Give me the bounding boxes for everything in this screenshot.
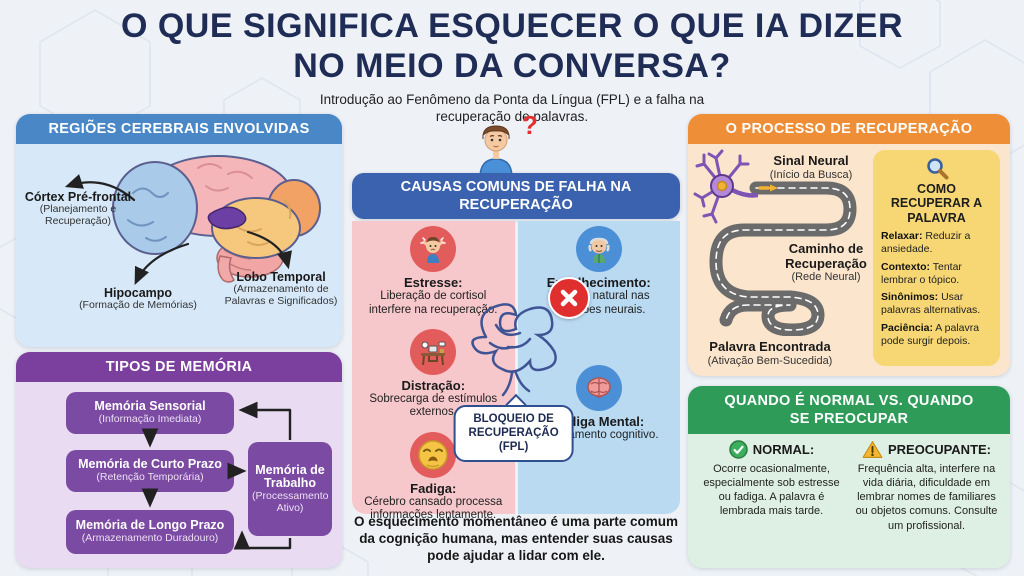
causes-footer-text: O esquecimento momentâneo é uma parte co…: [353, 514, 679, 563]
brain-label-arrows: [64, 174, 292, 285]
yawning-face-icon: [410, 431, 457, 478]
worry-label: PREOCUPANTE:: [887, 442, 992, 458]
recovery-road: [709, 181, 857, 336]
tip-sinonimos: Sinônimos: Usar palavras alternativas.: [881, 291, 981, 317]
label-temporal-lobe: Lobo Temporal (Armazenamento de Palavras…: [224, 270, 338, 307]
stage-palavra-encontrada: Palavra Encontrada (Ativação Bem-Sucedid…: [707, 339, 833, 367]
tired-brain-icon: [575, 364, 622, 411]
stage-caminho-recuperacao: Caminho de Recuperação (Rede Neural): [785, 241, 867, 284]
page-title-line1: O QUE SIGNIFICA ESQUECER O QUE IA DIZER: [120, 7, 904, 45]
page-title-line2: NO MEIO DA CONVERSA?: [293, 47, 731, 86]
memory-panel-header: TIPOS DE MEMÓRIA: [16, 352, 342, 382]
check-icon: [729, 440, 748, 459]
confused-person-icon: [479, 125, 513, 178]
tip-relaxar: Relaxar: Reduzir a ansiedade.: [881, 230, 971, 255]
normal-vs-worry-panel: QUANDO É NORMAL VS. QUANDO SE PREOCUPAR …: [688, 386, 1010, 568]
label-prefrontal-cortex: Córtex Pré-frontal (Planejamento e Recup…: [24, 190, 132, 227]
recovery-process-panel: O PROCESSO DE RECUPERAÇÃO: [688, 114, 1010, 376]
memory-box-trabalho: Memória de Trabalho (Processamento Ativo…: [248, 442, 332, 536]
brain-regions-panel: REGIÕES CEREBRAIS ENVOLVIDAS: [16, 114, 342, 347]
confused-person-figure: ?: [468, 110, 558, 178]
normal-panel-header: QUANDO É NORMAL VS. QUANDO SE PREOCUPAR: [688, 386, 1010, 435]
stressed-person-icon: [410, 226, 457, 273]
page-subtitle: Introdução ao Fenômeno da Ponta da Língu…: [319, 92, 705, 124]
warning-icon: [862, 441, 883, 459]
memory-box-curto-prazo: Memória de Curto Prazo (Retenção Temporá…: [66, 450, 234, 492]
cluttered-desk-icon: [410, 328, 457, 375]
memory-flow-arrows: [141, 401, 292, 550]
causes-panel: CAUSAS COMUNS DE FALHA NA RECUPERAÇÃO: [352, 173, 680, 521]
normal-column: NORMAL: Ocorre ocasionalmente, especialm…: [694, 440, 849, 532]
normal-text: Ocorre ocasionalmente, especialmente sob…: [703, 463, 840, 518]
tangled-brain-icon: [471, 303, 557, 397]
process-panel-header: O PROCESSO DE RECUPERAÇÃO: [688, 114, 1010, 144]
magnifier-icon: [926, 158, 948, 180]
normal-label: NORMAL:: [752, 442, 815, 458]
stage-sinal-neural: Sinal Neural (Início da Busca): [769, 153, 853, 181]
brain-panel-header: REGIÕES CEREBRAIS ENVOLVIDAS: [16, 114, 342, 144]
cause-estresse: Estresse: Liberação de cortisol interfer…: [358, 226, 508, 317]
label-hippocampus: Hipocampo (Formação de Memórias): [79, 286, 197, 311]
causes-left-column: Estresse: Liberação de cortisol interfer…: [352, 221, 515, 521]
worry-text: Frequência alta, interfere na vida diári…: [855, 463, 998, 532]
retrieval-block-bubble: BLOQUEIO DE RECUPERAÇÃO (FPL): [453, 405, 574, 463]
memory-box-sensorial: Memória Sensorial (Informação Imediata): [66, 392, 234, 434]
blocked-x-icon: [548, 277, 590, 319]
brain-illustration: [112, 155, 321, 283]
how-to-recover-card: COMO RECUPERAR A PALAVRA Relaxar: Reduzi…: [873, 150, 1000, 366]
hippocampus-shape: [207, 206, 247, 230]
elderly-person-icon: [575, 226, 622, 273]
page-title: O QUE SIGNIFICA ESQUECER O QUE IA DIZER …: [0, 6, 1024, 86]
tips-card-title: COMO RECUPERAR A PALAVRA: [890, 182, 983, 225]
memory-types-panel: TIPOS DE MEMÓRIA Memória Sensorial (Info…: [16, 352, 342, 568]
tip-contexto: Contexto: Tentar lembrar o tópico.: [881, 260, 962, 286]
tip-paciencia: Paciência: A palavra pode surgir depois.: [881, 321, 980, 347]
cause-distracao: Distração: Sobrecarga de estímulos exter…: [358, 328, 508, 420]
memory-box-longo-prazo: Memória de Longo Prazo (Armazenamento Du…: [66, 510, 234, 554]
worry-column: PREOCUPANTE: Frequência alta, interfere …: [849, 440, 1004, 532]
causes-panel-header: CAUSAS COMUNS DE FALHA NA RECUPERAÇÃO: [352, 173, 680, 220]
question-mark: ?: [522, 110, 538, 140]
neuron-icon: [693, 149, 758, 224]
cause-fadiga: Fadiga: Cérebro cansado processa informa…: [358, 431, 508, 523]
